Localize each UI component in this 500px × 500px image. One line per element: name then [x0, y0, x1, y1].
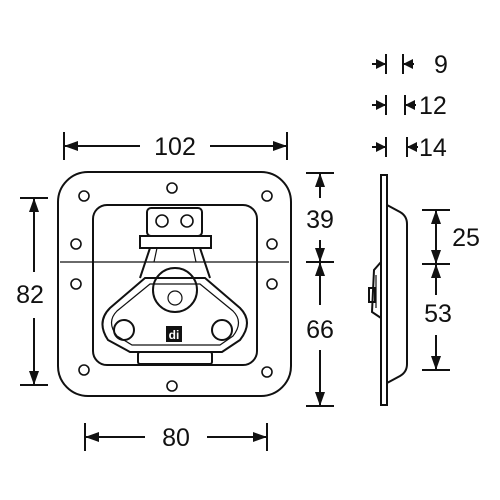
side-dish: [386, 204, 408, 384]
mounting-hole: [261, 190, 273, 202]
side-knob: [368, 287, 376, 303]
dim-overall-width: 102: [63, 132, 288, 161]
dim-right-stack: 39 66: [306, 172, 334, 407]
hinge-rivet: [180, 214, 194, 228]
dim-thickness-14-label: 14: [419, 134, 447, 162]
central-knob: [152, 267, 198, 313]
dim-overall-height: 82: [16, 197, 48, 386]
hinge-arm: [139, 247, 211, 279]
hinge-block: [146, 207, 203, 237]
handle-grip-bar: [137, 351, 213, 365]
knob-center: [167, 290, 183, 306]
dim-side-upper-label: 25: [452, 224, 480, 252]
dim-thickness-12: 12: [372, 92, 447, 120]
mounting-hole: [166, 380, 178, 392]
dim-thickness-12-label: 12: [419, 92, 447, 120]
mounting-hole: [261, 366, 273, 378]
mounting-hole: [166, 182, 178, 194]
dim-overall-height-label: 82: [16, 281, 44, 309]
logo-text: di: [169, 328, 180, 342]
logo-badge: [166, 326, 182, 342]
dim-thickness-14: 14: [372, 134, 447, 162]
handle-hole-left: [113, 319, 135, 341]
hinge-arm: [153, 247, 197, 263]
mounting-hole: [266, 238, 278, 250]
mounting-hole: [70, 238, 82, 250]
side-flange: [380, 174, 388, 406]
dim-recess-width: 80: [84, 423, 268, 452]
dim-side-stack: 25 53: [422, 209, 480, 371]
side-handle: [370, 261, 382, 319]
mounting-hole: [266, 278, 278, 290]
dim-thickness-9-label: 9: [434, 51, 448, 79]
dim-recess-width-label: 80: [162, 424, 190, 452]
dim-thickness-9: 9: [372, 51, 448, 79]
handle-hole-right: [211, 319, 233, 341]
mounting-hole: [70, 278, 82, 290]
hinge-rivet: [155, 214, 169, 228]
latch-handle-inner: [110, 283, 240, 346]
outer-flange: [57, 171, 292, 397]
latch-side-view: [368, 174, 408, 406]
latch-front-view: di: [57, 171, 292, 397]
latch-handle: [101, 277, 248, 353]
dim-overall-width-label: 102: [154, 133, 196, 161]
dim-lower-height-label: 66: [306, 316, 334, 344]
dim-side-lower-label: 53: [424, 300, 452, 328]
hinge-strap: [139, 235, 212, 249]
mounting-hole: [78, 190, 90, 202]
mounting-hole: [78, 364, 90, 376]
dim-upper-height-label: 39: [306, 206, 334, 234]
